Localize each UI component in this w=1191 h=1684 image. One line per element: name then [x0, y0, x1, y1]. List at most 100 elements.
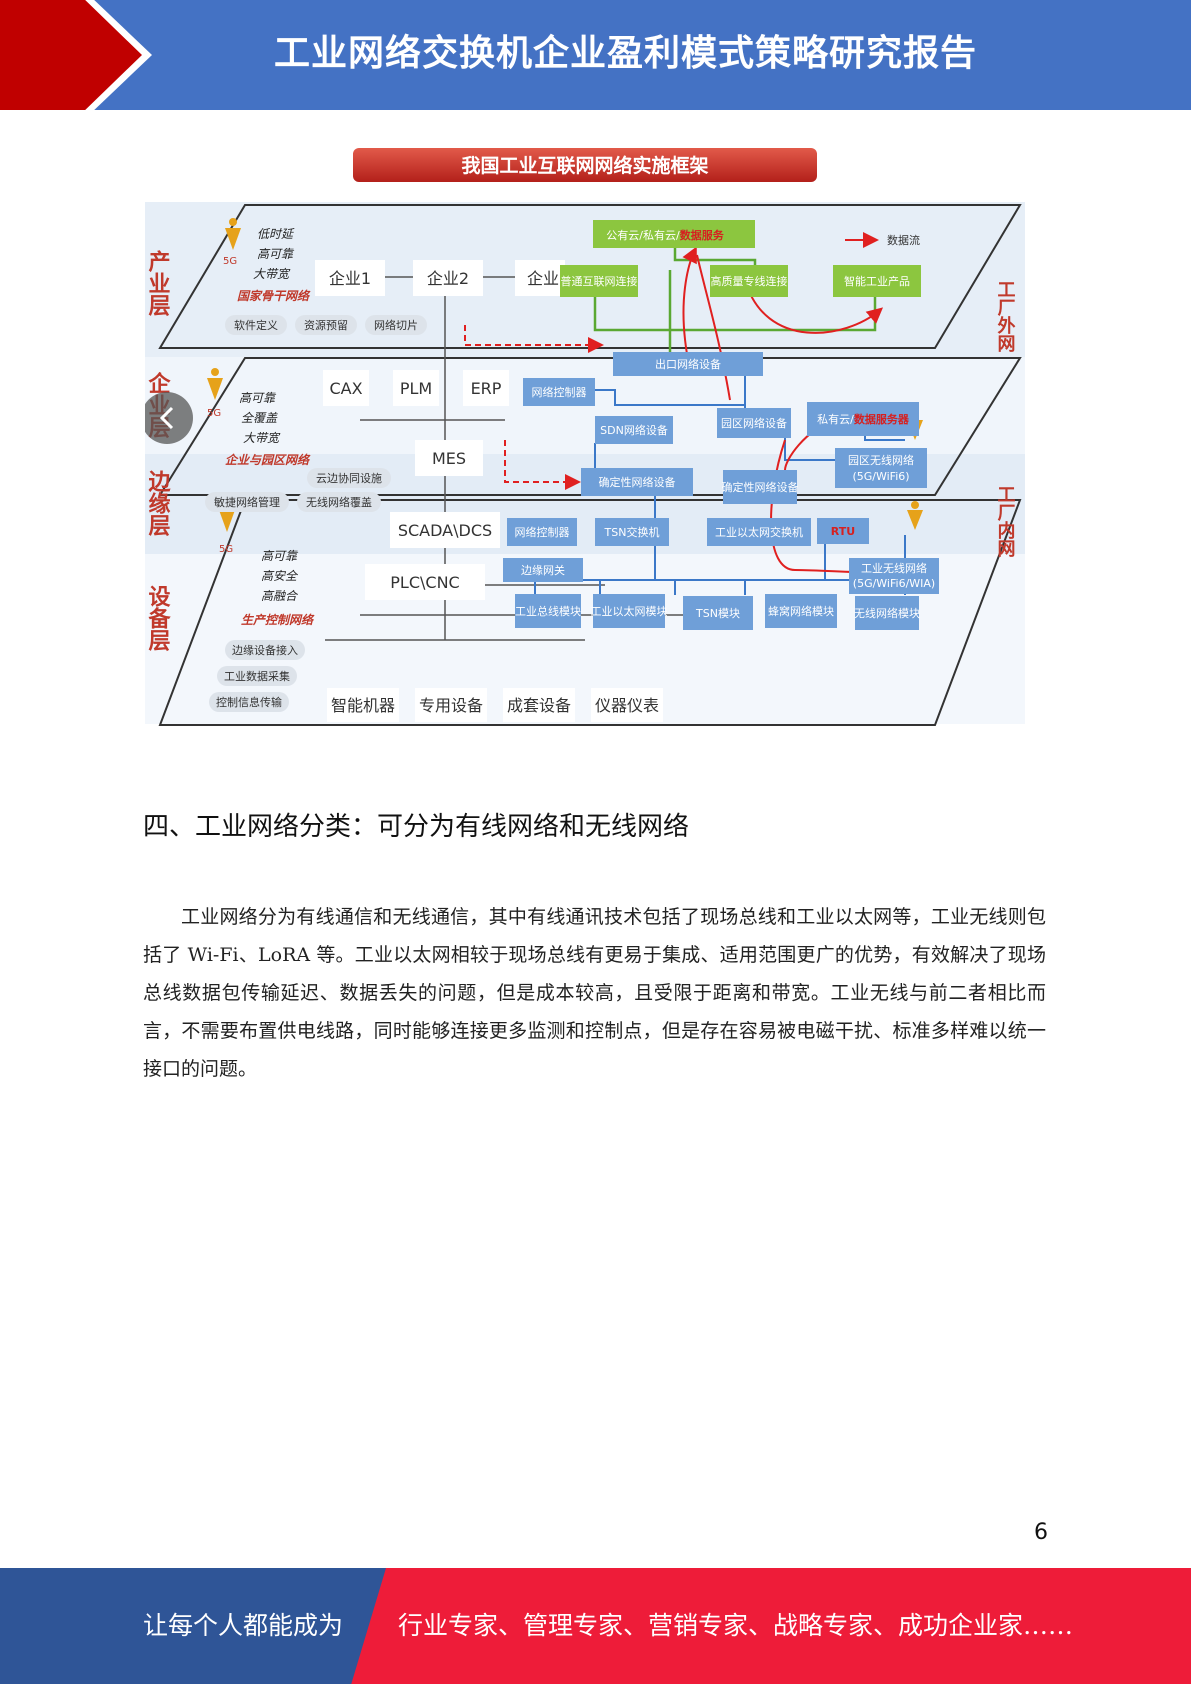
- node-net-controller2: [507, 518, 577, 546]
- framework-diagram-svg: 我国工业互联网网络实施框架 产业层 企业层 边缘层 设备层 工厂外网 工厂内网 …: [145, 148, 1025, 726]
- node-campus-wireless: [835, 448, 927, 488]
- tag-label: 边缘设备接入: [232, 643, 298, 657]
- svg-text:5G: 5G: [223, 256, 237, 267]
- node-label: 网络控制器: [515, 525, 570, 539]
- node-label: 蜂窝网络模块: [768, 604, 834, 618]
- node-label: 出口网络设备: [655, 357, 721, 371]
- node-label: 私有云/数据服务器: [817, 412, 910, 426]
- tag-label: 云边协同设施: [316, 471, 382, 485]
- node-label: 公有云/私有云/数据服务: [606, 228, 724, 242]
- node-label: ERP: [471, 379, 502, 398]
- node-label: 专用设备: [419, 696, 483, 715]
- node-export-device: [613, 352, 763, 376]
- node-label: 仪器仪表: [595, 696, 659, 715]
- feature-label: 高可靠: [239, 391, 277, 405]
- node-label: 普通互联网连接: [561, 274, 638, 288]
- tag-label: 软件定义: [234, 318, 278, 332]
- node-label: SCADA\DCS: [398, 521, 492, 540]
- prev-slide-control[interactable]: [145, 392, 193, 444]
- antenna-icon: 5G: [207, 368, 223, 419]
- tag-chip: [365, 315, 427, 335]
- tag-chip: [217, 666, 297, 686]
- node-factory-wireless: [849, 558, 939, 594]
- node-cloud-top: [593, 220, 755, 248]
- feature-label: 高可靠: [261, 549, 299, 563]
- tag-chip: [205, 492, 289, 512]
- node-complete: [503, 688, 575, 722]
- svg-text:5G: 5G: [219, 544, 233, 555]
- node-label: 确定性网络设备: [599, 475, 676, 489]
- node-label: (5G/WiFi6/WIA): [853, 577, 935, 590]
- feature-label: 高安全: [261, 569, 299, 583]
- diagram-title: 我国工业互联网网络实施框架: [461, 154, 708, 177]
- feature-label: 大带宽: [253, 267, 291, 281]
- layer-name-industry: 产业层: [145, 250, 171, 317]
- node-label: 园区网络设备: [721, 416, 787, 430]
- feature-label: 低时延: [257, 227, 295, 241]
- tag-label: 工业数据采集: [224, 669, 290, 683]
- page-header: 工业网络交换机企业盈利模式策略研究报告: [0, 0, 1191, 110]
- node-mes: [415, 440, 483, 476]
- framework-diagram: 我国工业互联网网络实施框架 产业层 企业层 边缘层 设备层 工厂外网 工厂内网 …: [145, 140, 1025, 735]
- node-label: 工业总线模块: [515, 604, 581, 618]
- node-deterministic1: [581, 468, 693, 496]
- node-rtu: [817, 518, 869, 544]
- node-smart-product: [833, 265, 921, 297]
- node-label: MES: [432, 449, 466, 468]
- node-enterprise1: [315, 260, 385, 296]
- node-label: 工业以太网交换机: [715, 525, 803, 539]
- node-scada: [390, 512, 500, 548]
- header-chevron: [0, 0, 142, 110]
- node-cax: [323, 370, 369, 406]
- tag-label: 网络切片: [374, 318, 418, 332]
- tag-chip: [297, 492, 381, 512]
- node-campus-device: [717, 408, 791, 438]
- node-wireless-module: [855, 596, 919, 630]
- layer-name-edge: 边缘层: [145, 470, 172, 537]
- node-label: 无线网络模块: [854, 606, 920, 620]
- node-normal-net: [560, 265, 638, 297]
- page-footer: 让每个人都能成为 行业专家、管理专家、营销专家、战略专家、成功企业家……: [0, 1568, 1191, 1684]
- node-enterprise2: [413, 260, 483, 296]
- node-cellular: [765, 594, 837, 628]
- tag-chip: [209, 692, 289, 712]
- section-heading: 四、工业网络分类：可分为有线网络和无线网络: [143, 812, 690, 842]
- report-title: 工业网络交换机企业盈利模式策略研究报告: [273, 33, 977, 74]
- node-label: TSN交换机: [604, 525, 660, 539]
- plane-industry: [158, 204, 1022, 349]
- node-label: 成套设备: [507, 696, 571, 715]
- tag-chip: [295, 315, 357, 335]
- node-eth-switch: [707, 518, 811, 546]
- side-label-inner: 工厂内网: [995, 485, 1016, 557]
- network-label: 生产控制网络: [241, 613, 315, 627]
- footer-slogan-left: 让每个人都能成为: [143, 1611, 344, 1640]
- node-label: 工业无线网络: [861, 561, 927, 575]
- legend-label: 数据流: [887, 233, 920, 247]
- side-label-outer: 工厂外网: [995, 280, 1016, 352]
- node-label: PLC\CNC: [390, 573, 459, 592]
- node-sdn: [595, 416, 673, 444]
- node-enterprise3: [515, 260, 565, 296]
- svg-text:5G: 5G: [207, 408, 221, 419]
- node-tsn-module: [683, 596, 753, 630]
- node-deterministic2: [723, 470, 797, 504]
- body-paragraph: 工业网络分为有线通信和无线通信，其中有线通讯技术包括了现场总线和工业以太网等，工…: [143, 906, 1046, 1080]
- node-special: [415, 688, 487, 722]
- node-label: 企业1: [329, 269, 371, 288]
- node-fieldbus: [515, 594, 581, 628]
- feature-label: 高可靠: [257, 247, 295, 261]
- tag-label: 无线网络覆盖: [306, 495, 372, 509]
- feature-label: 大带宽: [243, 431, 281, 445]
- tag-label: 资源预留: [304, 318, 348, 332]
- tag-label: 敏捷网络管理: [214, 495, 280, 509]
- node-net-controller: [523, 378, 595, 406]
- node-label: SDN网络设备: [600, 423, 668, 437]
- feature-label: 高融合: [261, 589, 299, 603]
- node-instrument: [591, 688, 663, 722]
- node-private-cloud: [807, 402, 919, 436]
- node-label: 企业2: [427, 269, 469, 288]
- node-label: CAX: [329, 379, 362, 398]
- node-plm: [393, 370, 439, 406]
- node-label: 智能工业产品: [844, 274, 910, 288]
- node-label: 园区无线网络: [848, 453, 914, 467]
